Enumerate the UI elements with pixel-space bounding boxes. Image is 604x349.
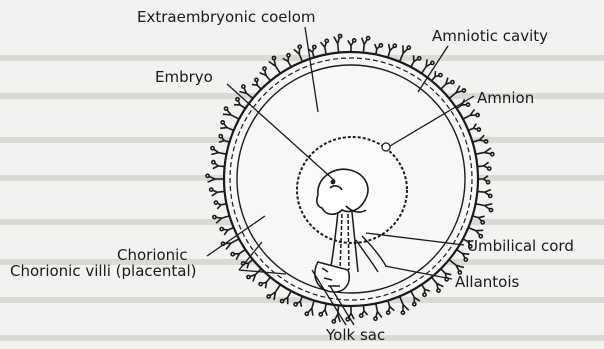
villus-tip: [367, 37, 370, 40]
villus-tip: [325, 39, 328, 42]
villus-tip: [481, 221, 484, 224]
villus-tip: [231, 253, 234, 256]
villus-tip: [263, 67, 266, 70]
villus-tip: [489, 194, 492, 197]
villus-tip: [488, 167, 491, 170]
villus-tip: [242, 85, 245, 88]
villus-tip: [418, 57, 421, 60]
villus-tip: [413, 303, 416, 306]
villus-tip: [437, 289, 440, 292]
label-embryo: Embryo: [155, 68, 213, 86]
villus-tip: [431, 61, 434, 64]
villus-tip: [353, 39, 356, 42]
villus-tip: [206, 174, 209, 177]
villus-tip: [407, 46, 410, 49]
villus-tip: [224, 107, 227, 110]
villus-tip: [387, 311, 390, 314]
villus-tip: [451, 81, 454, 84]
villus-tip: [477, 128, 480, 131]
villus-tip: [339, 34, 342, 37]
villus-tip: [281, 300, 284, 303]
villus: [223, 239, 239, 250]
villus-tip: [360, 314, 363, 317]
villus-tip: [272, 56, 275, 59]
villus-tip: [379, 44, 382, 47]
label-amnion: Amnion: [477, 89, 534, 107]
label-umbilical-cord: Umbilical cord: [467, 237, 574, 255]
villus-tip: [294, 303, 297, 306]
amnion-marker: [382, 143, 390, 151]
label-amniotic-cavity: Amniotic cavity: [432, 27, 548, 45]
villus-tip: [213, 216, 216, 219]
villus-tip: [476, 113, 479, 116]
villus-tip: [486, 181, 489, 184]
villus-tip: [305, 312, 308, 315]
villus-tip: [466, 103, 469, 106]
villus-tip: [219, 135, 222, 138]
villus-tip: [439, 74, 442, 77]
villus-tip: [220, 228, 223, 231]
villus: [334, 36, 340, 53]
villus-tip: [236, 98, 239, 101]
villus: [476, 148, 493, 154]
villus-tip: [211, 147, 214, 150]
label-chorionic-villi: Chorionic villi (placental): [10, 262, 196, 280]
label-yolk-sac: Yolk sac: [326, 326, 385, 344]
label-allantois: Allantois: [455, 273, 519, 291]
villus-tip: [485, 140, 488, 143]
villus-tip: [313, 45, 316, 48]
villus-tip: [393, 44, 396, 47]
villus-tip: [221, 121, 224, 124]
villus-tip: [319, 313, 322, 316]
villus-tip: [259, 283, 262, 286]
villus-tip: [287, 54, 290, 57]
villus-tip: [374, 317, 377, 320]
villus-tip: [462, 89, 465, 92]
villus-tip: [489, 209, 492, 212]
villus-tip: [212, 161, 215, 164]
villus-tip: [210, 188, 213, 191]
villus-tip: [491, 153, 494, 156]
villus: [376, 304, 382, 319]
villus-tip: [298, 45, 301, 48]
villus-tip: [247, 275, 250, 278]
villus-tip: [267, 295, 270, 298]
villus-tip: [214, 201, 217, 204]
villus-tip: [346, 318, 349, 321]
villus-tip: [332, 320, 335, 323]
villus-tip: [464, 258, 467, 261]
embryo-shape: [317, 169, 368, 214]
villus-tip: [401, 311, 404, 314]
villus-tip: [255, 78, 258, 81]
villus-tip: [423, 293, 426, 296]
label-extraembryonic-coelom: Extraembryonic coelom: [137, 8, 315, 26]
